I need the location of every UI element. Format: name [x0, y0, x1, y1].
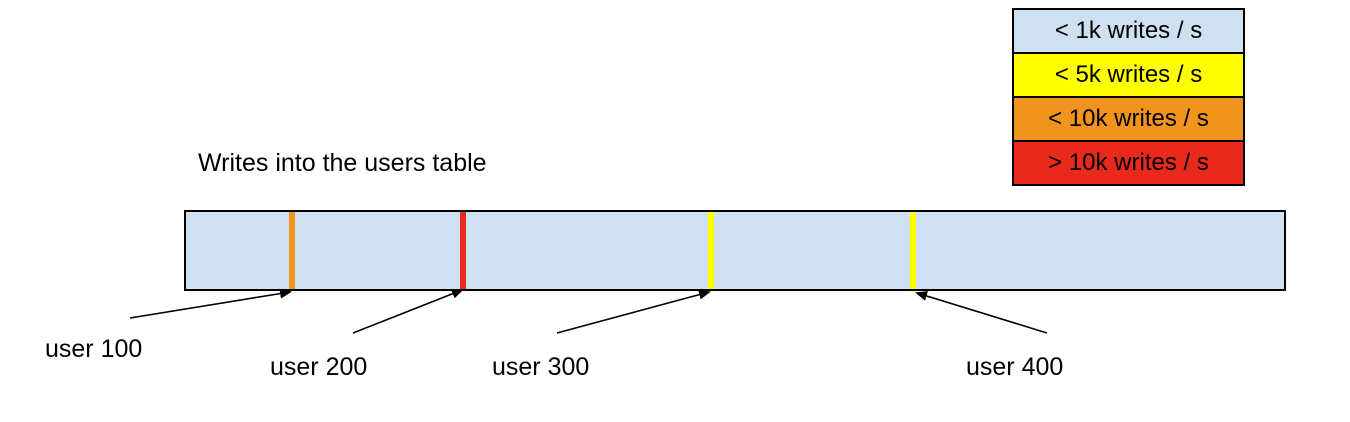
hotspot-marker-user-300	[708, 212, 714, 289]
user-300-label: user 300	[492, 353, 590, 381]
legend-item-label: > 10k writes / s	[1048, 149, 1209, 176]
write-rate-legend: < 1k writes / s < 5k writes / s < 10k wr…	[1012, 8, 1245, 186]
legend-item-lt-1k: < 1k writes / s	[1012, 8, 1245, 54]
legend-item-label: < 10k writes / s	[1048, 105, 1209, 132]
legend-item-lt-5k: < 5k writes / s	[1012, 52, 1245, 98]
hotspot-marker-user-200	[460, 212, 466, 289]
legend-item-label: < 5k writes / s	[1054, 61, 1203, 88]
hotspot-marker-user-100	[289, 212, 295, 289]
legend-item-lt-10k: < 10k writes / s	[1012, 96, 1245, 142]
user-400-label: user 400	[966, 353, 1064, 381]
user-100-label: user 100	[45, 335, 143, 363]
legend-item-label: < 1k writes / s	[1054, 17, 1203, 44]
arrow-user-400	[915, 291, 1048, 334]
arrow-user-300	[556, 289, 711, 334]
user-200-label: user 200	[270, 353, 368, 381]
arrow-user-200	[352, 289, 464, 334]
legend-item-gt-10k: > 10k writes / s	[1012, 140, 1245, 186]
users-table-bar	[184, 210, 1286, 291]
arrow-user-100	[129, 288, 292, 319]
diagram-title: Writes into the users table	[198, 149, 487, 177]
hotspot-marker-user-400	[910, 212, 916, 289]
